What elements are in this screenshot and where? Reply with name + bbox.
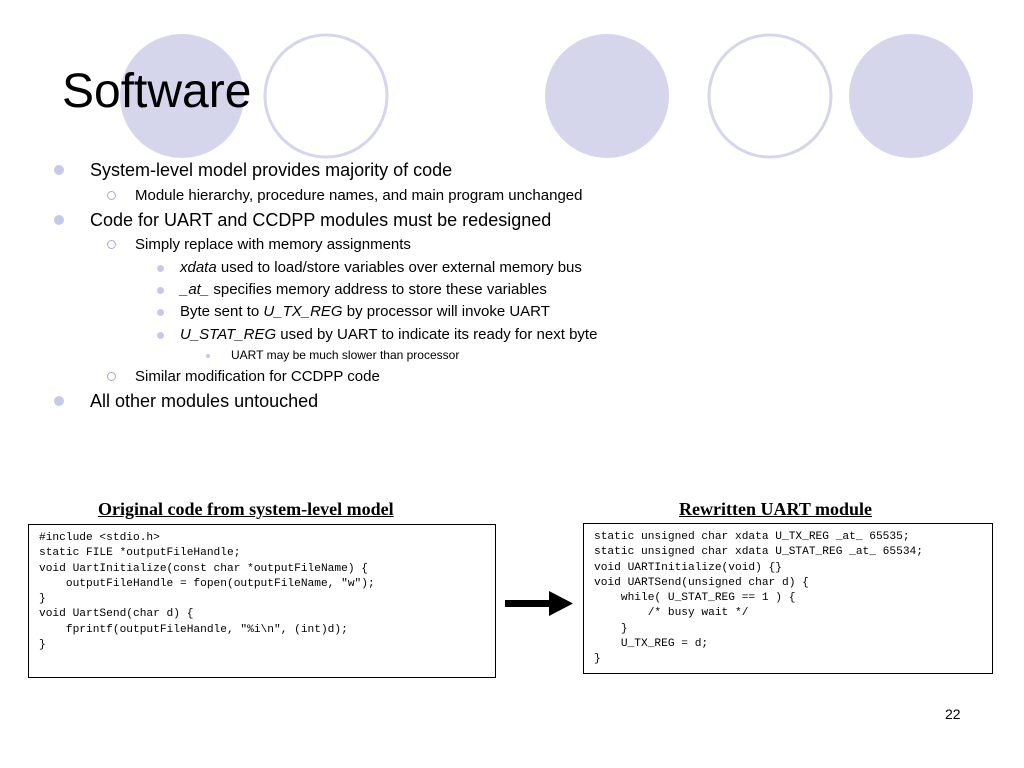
code-line: void UARTInitialize(void) {} xyxy=(594,561,782,574)
bullet-marker-icon xyxy=(54,396,64,406)
bullet-text: All other modules untouched xyxy=(90,391,319,411)
bullet-marker-icon xyxy=(206,354,210,358)
code-line: static unsigned char xdata U_STAT_REG _a… xyxy=(594,546,923,559)
bullet-text: U_STAT_REG xyxy=(180,326,277,343)
bullet-level-3: U_STAT_REG used by UART to indicate its … xyxy=(157,326,598,344)
code-line: while( U_STAT_REG == 1 ) { xyxy=(594,592,796,605)
page-number: 22 xyxy=(945,706,961,722)
original-code-caption: Original code from system-level model xyxy=(98,499,394,519)
code-line: outputFileHandle = fopen(outputFileName,… xyxy=(39,577,375,590)
bullet-marker-icon xyxy=(107,240,116,249)
code-line: static FILE *outputFileHandle; xyxy=(39,547,241,560)
rewritten-code-box: static unsigned char xdata U_TX_REG _at_… xyxy=(583,523,993,674)
code-line: void UartInitialize(const char *outputFi… xyxy=(39,562,368,575)
bullet-marker-icon xyxy=(107,191,116,200)
bullet-level-4: UART may be much slower than processor xyxy=(206,348,460,362)
code-line: } xyxy=(39,593,46,606)
bullet-level-2: Similar modification for CCDPP code xyxy=(107,368,380,386)
bullet-text: U_TX_REG xyxy=(263,303,343,320)
code-line: #include <stdio.h> xyxy=(39,532,160,544)
bullet-text: Module hierarchy, procedure names, and m… xyxy=(135,187,583,204)
bullet-level-3: xdata used to load/store variables over … xyxy=(157,259,582,277)
original-code-text: #include <stdio.h> static FILE *outputFil… xyxy=(29,525,495,659)
original-code-box: #include <stdio.h> static FILE *outputFil… xyxy=(28,524,496,678)
bullet-marker-icon xyxy=(54,165,64,175)
bullet-marker-icon xyxy=(157,265,164,272)
bullet-text: System-level model provides majority of … xyxy=(90,160,453,180)
decorative-circles xyxy=(120,33,973,159)
bullet-marker-icon xyxy=(54,215,64,225)
rewritten-code-caption: Rewritten UART module xyxy=(679,499,873,519)
bullet-marker-icon xyxy=(157,332,164,339)
bullet-level-2: Simply replace with memory assignments xyxy=(107,236,411,254)
code-line: static unsigned char xdata U_TX_REG _at_… xyxy=(594,531,910,543)
rewritten-code-text: static unsigned char xdata U_TX_REG _at_… xyxy=(584,524,992,674)
bullet-text: used to load/store variables over extern… xyxy=(216,259,582,276)
code-line: } xyxy=(594,622,628,635)
bullet-text: Similar modification for CCDPP code xyxy=(135,368,380,385)
slide-title: Software xyxy=(62,65,252,118)
bullet-text: Simply replace with memory assignments xyxy=(135,236,411,253)
circle-ring-2 xyxy=(707,33,833,159)
circle-ring-1 xyxy=(263,33,389,159)
bullet-text: Byte sent to xyxy=(180,303,264,320)
bullet-text: UART may be much slower than processor xyxy=(231,348,460,362)
bullet-text: used by UART to indicate its ready for n… xyxy=(276,326,598,343)
code-line: fprintf(outputFileHandle, "%i\n", (int)d… xyxy=(39,623,348,636)
bullet-level-3: _at_ specifies memory address to store t… xyxy=(157,281,547,299)
bullet-marker-icon xyxy=(157,287,164,294)
bullet-text: _at_ xyxy=(180,281,210,298)
circle-filled-2 xyxy=(545,34,669,158)
right-arrow-icon xyxy=(505,591,573,616)
bullet-level-1: All other modules untouched xyxy=(54,391,319,413)
bullet-marker-icon xyxy=(107,372,116,381)
bullet-level-3: Byte sent to U_TX_REG by processor will … xyxy=(157,303,550,321)
bullet-level-1: System-level model provides majority of … xyxy=(54,160,453,182)
circle-filled-1 xyxy=(120,34,244,158)
code-line: } xyxy=(39,639,46,652)
circle-filled-3 xyxy=(849,34,973,158)
bullet-text: by processor will invoke UART xyxy=(342,303,550,320)
code-line: /* busy wait */ xyxy=(594,607,749,620)
bullet-text: xdata xyxy=(180,259,217,276)
code-line: void UartSend(char d) { xyxy=(39,608,194,621)
bullet-marker-icon xyxy=(157,309,164,316)
code-line: void UARTSend(unsigned char d) { xyxy=(594,576,809,589)
bullet-text: specifies memory address to store these … xyxy=(209,281,547,298)
bullet-level-1: Code for UART and CCDPP modules must be … xyxy=(54,210,552,232)
code-line: U_TX_REG = d; xyxy=(594,638,709,651)
code-line: } xyxy=(594,653,601,666)
bullet-text: Code for UART and CCDPP modules must be … xyxy=(90,210,552,230)
bullet-level-2: Module hierarchy, procedure names, and m… xyxy=(107,187,583,205)
